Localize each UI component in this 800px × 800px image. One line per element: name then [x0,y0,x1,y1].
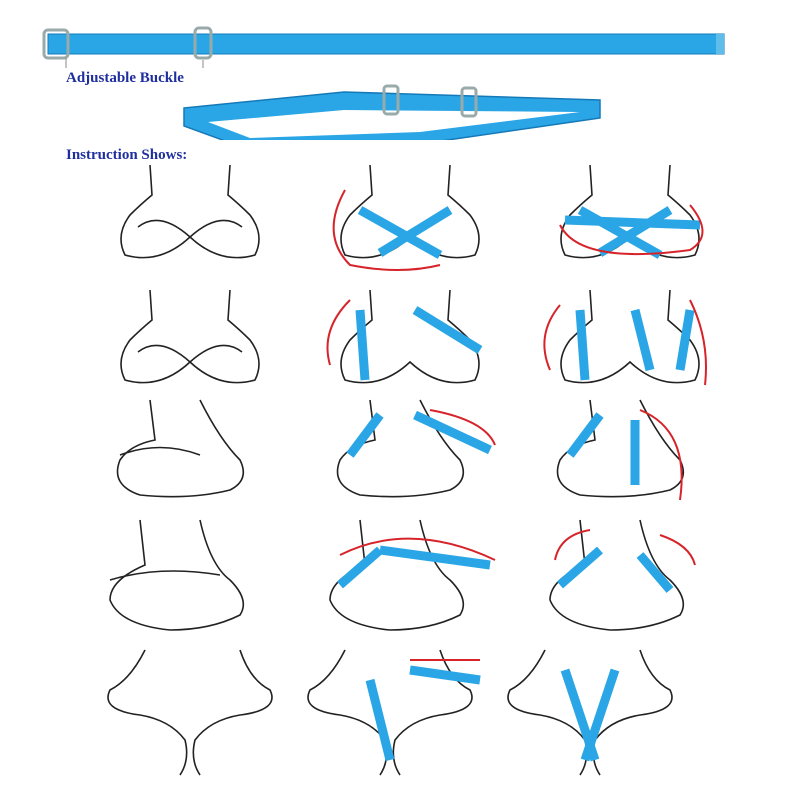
red-arrow-icon [689,299,707,386]
adjustable-buckle-label: Adjustable Buckle [66,70,184,86]
buckle-icon [382,84,400,116]
step-1-strap-cross [320,164,500,290]
step-3-strap-loop [320,399,500,525]
red-arrow-icon [559,204,704,256]
step-1-strap-wrap [540,164,720,290]
step-5-strap-loop [300,649,481,776]
step-4-plain [100,519,280,645]
strap-loop-inner [208,110,580,138]
buckle-icon [460,86,478,118]
instruction-heading: Instruction Shows: [66,147,188,163]
buckle-icon [42,28,70,60]
red-arrow-icon [543,304,561,371]
flat-strap [42,26,725,140]
step-3-strap-loop-wrap [540,399,720,525]
step-5-plain [100,649,280,776]
step-2-strap-legs [320,289,500,415]
step-1-plain [100,164,280,290]
red-arrow-icon [326,299,351,366]
strap-body [47,33,725,55]
strap-end-tip [716,34,724,54]
step-5-strap-cross [500,649,680,776]
step-2-plain [100,289,280,415]
red-arrow-icon [659,534,696,566]
step-2-strap-legs-wrap [540,289,720,415]
red-arrow-icon [554,529,591,561]
red-arrow-icon [339,537,496,561]
step-4-strap-loop [320,519,500,645]
red-arrow-icon [639,409,683,501]
red-arrow-icon [429,409,496,446]
buckle-icon [193,26,213,60]
step-3-plain [100,399,280,525]
step-4-strap-cross [540,519,720,645]
red-arrow-icon [332,189,441,271]
